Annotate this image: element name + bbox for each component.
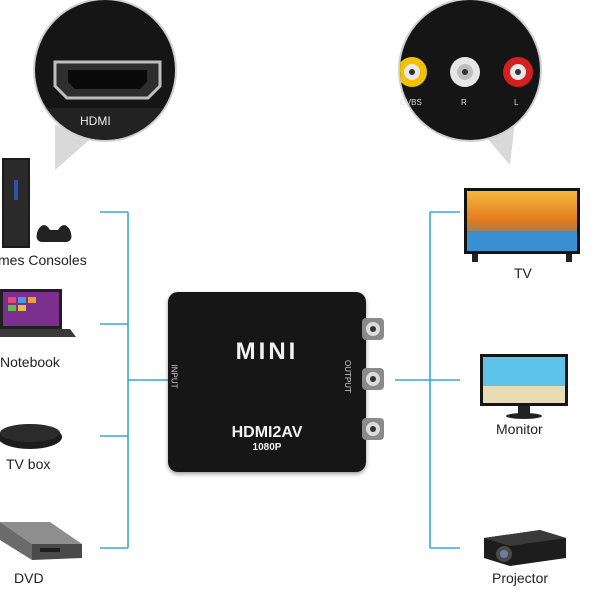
device-brand: MINI <box>235 338 299 365</box>
device-jack-1 <box>362 318 384 340</box>
output-label-projector: Projector <box>492 570 549 586</box>
device-jack-2 <box>362 368 384 390</box>
output-label-tv: TV <box>514 265 532 281</box>
rca-label-cvbs: CVBS <box>400 98 422 107</box>
tv-icon <box>464 188 580 262</box>
device-resolution: 1080P <box>252 442 282 453</box>
device-rca-jacks <box>362 318 384 440</box>
hdmi-port-label: HDMI <box>80 114 111 128</box>
source-label-dvd: DVD <box>14 570 44 586</box>
input-side-label: INPUT <box>169 364 179 389</box>
game-console-icon <box>2 158 72 248</box>
device-model: HDMI2AV <box>231 424 303 441</box>
output-side-label: OUTPUT <box>342 360 352 393</box>
rca-label-l: L <box>514 98 519 107</box>
notebook-icon <box>0 289 76 337</box>
projector-icon <box>484 530 566 566</box>
source-label-tvbox: TV box <box>6 456 51 472</box>
converter-box: MINI HDMI2AV 1080P INPUT OUTPUT <box>168 292 366 472</box>
tv-box-icon <box>0 424 62 449</box>
dvd-player-icon <box>0 522 82 560</box>
hdmi-callout: HDMI <box>20 0 190 170</box>
device-jack-3 <box>362 418 384 440</box>
source-label-consoles: mes Consoles <box>0 252 87 268</box>
output-label-monitor: Monitor <box>496 421 543 437</box>
rca-callout: CVBS R L <box>385 0 555 170</box>
rca-label-r: R <box>461 98 467 107</box>
source-label-notebook: Notebook <box>0 354 60 370</box>
monitor-icon <box>480 354 568 419</box>
